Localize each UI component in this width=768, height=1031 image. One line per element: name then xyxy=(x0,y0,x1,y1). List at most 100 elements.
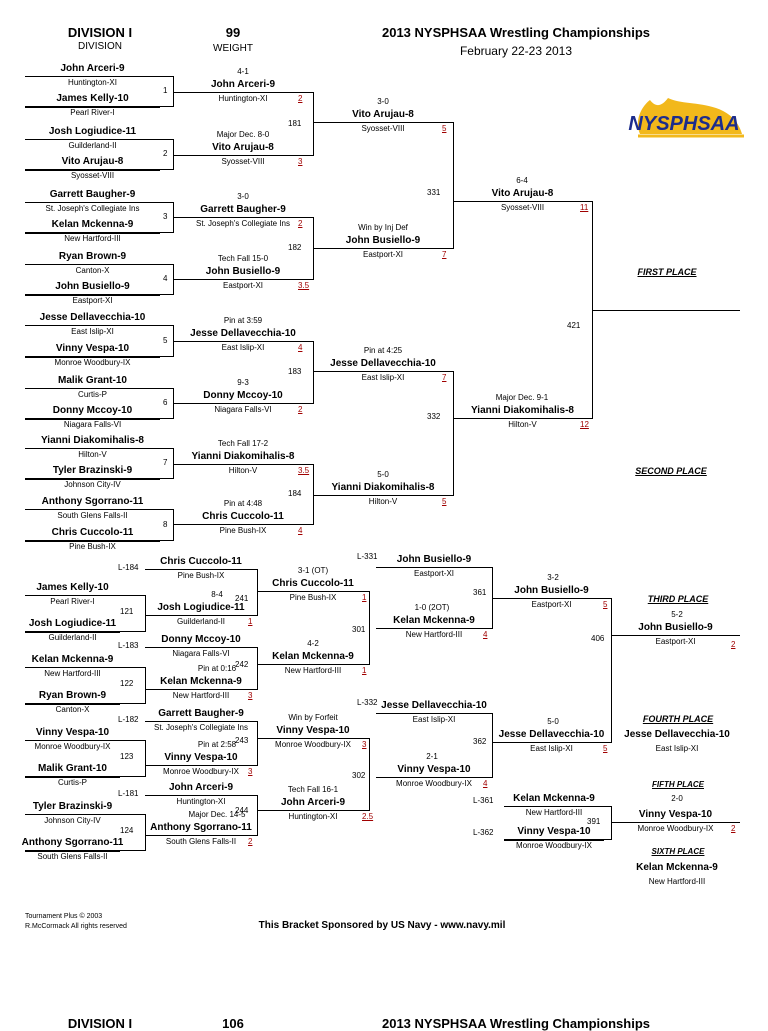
bout-number: 124 xyxy=(120,826,134,835)
cons-r1-top-name: Kelan Mckenna-9 xyxy=(31,654,114,665)
final-name: Vito Arujau-8 xyxy=(491,188,554,199)
bracket-line xyxy=(145,667,146,704)
fifth-name: Vinny Vespa-10 xyxy=(638,809,713,820)
cons-r1-top-team: Pearl River-I xyxy=(50,597,95,606)
cons-r1-bot-team: South Glens Falls-II xyxy=(37,852,108,861)
sf-team: Hilton-V xyxy=(368,497,398,506)
bracket-line xyxy=(453,122,454,249)
qf-points: 2 xyxy=(298,94,303,103)
bracket-line xyxy=(173,524,313,525)
cons-semi-result: 3-2 xyxy=(547,573,559,582)
champ-r1-top-name: Ryan Brown-9 xyxy=(58,251,127,262)
wb1-team: Pine Bush-IX xyxy=(177,571,225,580)
bracket-line xyxy=(173,139,174,170)
cons-r2w-name: Chris Cuccolo-11 xyxy=(272,578,354,589)
bracket-line xyxy=(160,76,173,77)
bracket-line xyxy=(25,478,160,480)
sf-team: Syosset-VIII xyxy=(361,124,405,133)
cons2-points: 3 xyxy=(362,740,367,749)
champ-r1-top-name: John Arceri-9 xyxy=(60,63,125,74)
cons-semi-result: 5-0 xyxy=(547,717,559,726)
bracket-line xyxy=(173,155,313,156)
sponsor-text: This Bracket Sponsored by US Navy - www.… xyxy=(258,920,506,931)
third-place-label: THIRD PLACE xyxy=(647,594,709,604)
cons-r1-top-team: Monroe Woodbury-IX xyxy=(34,742,111,751)
bracket-line xyxy=(145,647,257,648)
bout-number: 181 xyxy=(288,118,302,128)
champ-r1-top-team: East Islip-XI xyxy=(71,327,114,336)
bracket-line xyxy=(145,569,257,570)
sixth-name: Kelan Mckenna-9 xyxy=(636,862,718,873)
cons3-result: 2-1 xyxy=(426,752,438,761)
bracket-line xyxy=(145,740,146,777)
loss-source: L-184 xyxy=(118,563,139,572)
bracket-line xyxy=(160,478,173,479)
champ-r1-top-name: Garrett Baugher-9 xyxy=(49,189,136,200)
cons-semi-points: 5 xyxy=(603,600,608,609)
sf-result: Win by Inj Def xyxy=(358,223,408,232)
champ-r1-bot-team: Syosset-VIII xyxy=(70,171,115,180)
bracket-line xyxy=(611,806,612,840)
fifth-bot-name: Vinny Vespa-10 xyxy=(517,826,591,837)
cons-points: 3 xyxy=(248,691,253,700)
champ-r1-bot-team: Eastport-XI xyxy=(72,296,113,305)
bracket-line xyxy=(120,595,145,596)
fifth-points: 2 xyxy=(731,824,736,833)
bracket-line xyxy=(313,371,453,372)
bracket-line xyxy=(160,106,173,107)
cons-r1-top-team: New Hartford-III xyxy=(44,669,101,678)
bracket-line xyxy=(25,814,120,815)
fifth-top-name: Kelan Mckenna-9 xyxy=(513,793,595,804)
champ-r1-bot-name: Tyler Brazinski-9 xyxy=(52,465,133,476)
cons2-result: 4-2 xyxy=(307,639,319,648)
bracket-line xyxy=(145,835,257,836)
final-team: Syosset-VIII xyxy=(500,203,545,212)
bracket-line xyxy=(25,169,160,171)
qf-points: 4 xyxy=(298,526,303,535)
qf-result: Pin at 3:59 xyxy=(223,316,263,325)
bracket-line xyxy=(313,464,314,525)
bracket-line xyxy=(120,740,145,741)
champ-r1-top-team: Canton-X xyxy=(75,266,110,275)
cons-points: 3 xyxy=(248,767,253,776)
fourth-place-label: FOURTH PLACE xyxy=(642,714,714,724)
bout-number: 4 xyxy=(163,274,168,283)
third-team: Eastport-XI xyxy=(655,637,696,646)
final-result: 6-4 xyxy=(516,176,528,185)
cons-r2w-team: Monroe Woodbury-IX xyxy=(275,740,351,749)
bracket-line xyxy=(145,689,257,690)
third-points: 2 xyxy=(731,640,736,649)
bracket-line xyxy=(160,169,173,170)
champ-r1-top-name: Malik Grant-10 xyxy=(58,375,127,386)
loss-source: L-332 xyxy=(357,698,378,707)
bracket-line xyxy=(313,248,453,249)
sf-points: 7 xyxy=(442,250,447,259)
cons2-result: Win by Forfeit xyxy=(288,713,338,722)
qf-name: Jesse Dellavecchia-10 xyxy=(190,328,296,339)
sf-name: Jesse Dellavecchia-10 xyxy=(330,358,436,369)
loss-source: L-183 xyxy=(118,641,139,650)
bout-number: 182 xyxy=(288,243,302,252)
champ-r1-bot-team: Monroe Woodbury-IX xyxy=(54,358,131,367)
champ-r1-top-name: Anthony Sgorrano-11 xyxy=(41,496,144,507)
champ-r1-bot-name: Vinny Vespa-10 xyxy=(55,343,130,354)
champ-r1-top-team: Huntington-XI xyxy=(68,78,117,87)
bracket-line xyxy=(160,294,173,295)
bracket-line xyxy=(257,647,258,690)
cons-r1-bot-name: Josh Logiudice-11 xyxy=(28,618,117,629)
loss-source: L-362 xyxy=(473,828,494,837)
wb1-name: Garrett Baugher-9 xyxy=(158,708,244,719)
bracket-line xyxy=(492,742,611,743)
cons-r1w-name: Kelan Mckenna-9 xyxy=(160,676,242,687)
bracket-line xyxy=(257,591,369,592)
sf-name: Vito Arujau-8 xyxy=(352,109,414,120)
cons-r2w-name: Vinny Vespa-10 xyxy=(276,725,350,736)
final-name: Yianni Diakomihalis-8 xyxy=(471,405,574,416)
bracket-line xyxy=(160,264,173,265)
bracket-line xyxy=(160,540,173,541)
qf-team: Niagara Falls-VI xyxy=(214,405,272,414)
champ-r1-bot-name: Vito Arujau-8 xyxy=(61,156,124,167)
wb2-team: East Islip-XI xyxy=(412,715,456,724)
bracket-line xyxy=(145,795,257,796)
bracket-line xyxy=(120,703,145,704)
